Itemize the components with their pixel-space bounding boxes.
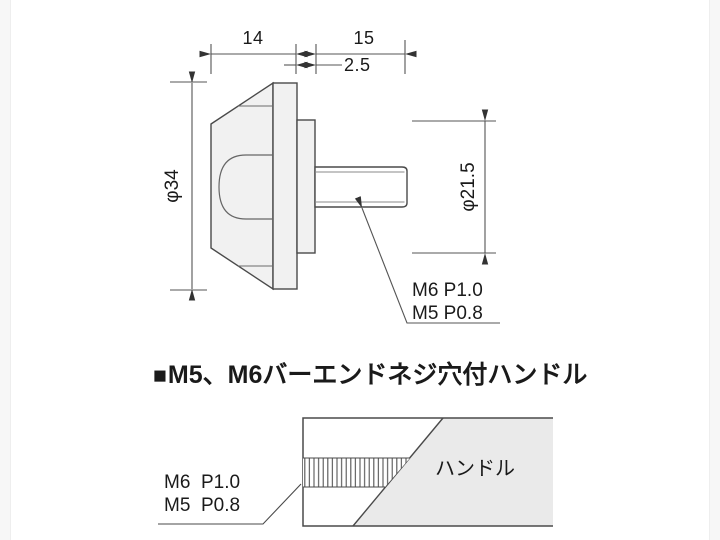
head-flange [272, 82, 298, 290]
handle-material-fill [353, 418, 553, 526]
page-left-margin [0, 0, 11, 540]
thread-spec-top-line1: M6 P1.0 [412, 280, 483, 301]
head-cone-outline [210, 81, 274, 291]
dim-label-head-length: 14 [242, 28, 264, 48]
thread-hatch-area [303, 458, 410, 487]
thread-spec-top-line2: M5 P0.8 [412, 303, 483, 324]
section-heading-text: M5、M6バーエンドネジ穴付ハンドル [167, 361, 588, 389]
dim-label-step-length: 2.5 [344, 55, 371, 75]
thread-spec-bottom-line1: M6 P1.0 [164, 472, 241, 493]
handle-label: ハンドル [435, 458, 515, 480]
cone-tangent-lines [238, 105, 273, 267]
section-marker-icon: ■ [153, 362, 167, 388]
extension-lines-dia21-5 [412, 120, 496, 254]
section-break-diagonal [352, 417, 444, 527]
section-heading: ■ M5、M6バーエンドネジ穴付ハンドル [153, 363, 587, 388]
step-cylinder [296, 119, 316, 254]
dim-label-thread-length: 15 [353, 28, 375, 48]
thread-spec-leader-bottom [158, 483, 302, 525]
dim-label-head-diameter: φ34 [162, 169, 183, 203]
dimension-lines [170, 40, 500, 324]
thread-spec-leader-top [354, 196, 500, 324]
front-dome-recess [218, 154, 273, 220]
thread-hatch-edges [303, 457, 410, 488]
threaded-shaft [314, 166, 408, 208]
bar-end-side-view [210, 81, 408, 291]
extension-lines-top [210, 40, 406, 74]
dim-label-step-diameter: φ21.5 [458, 162, 479, 212]
extension-lines-dia34 [170, 81, 207, 291]
thread-spec-bottom-line2: M5 P0.8 [164, 495, 241, 516]
handlebar-section-view [158, 417, 553, 527]
page-right-margin [709, 0, 720, 540]
